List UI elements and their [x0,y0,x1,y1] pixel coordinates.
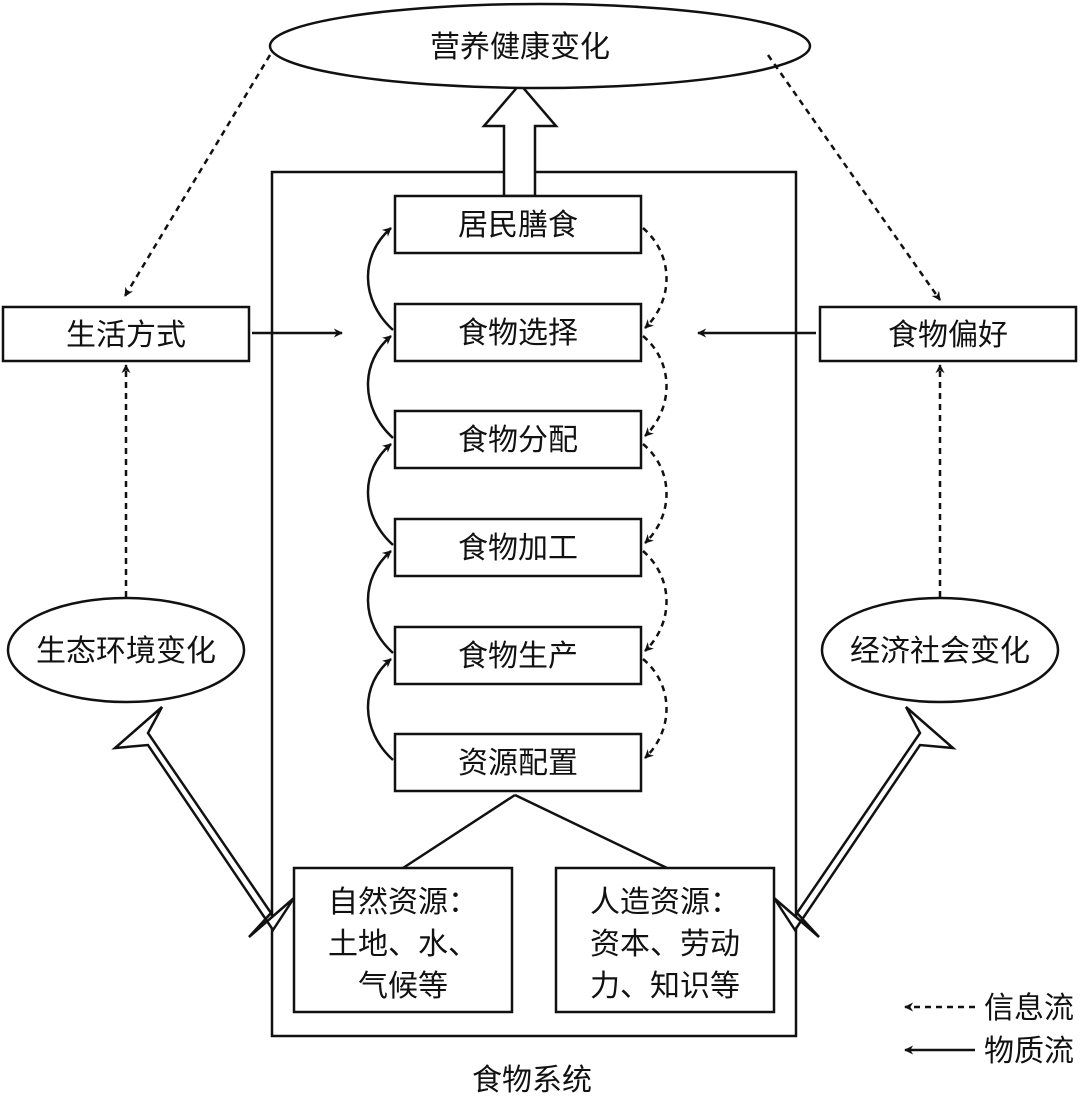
nutrition-health-label: 营养健康变化 [430,30,610,65]
dashed-arrow-top-to-preference [766,54,942,301]
chain-box-allocation: 资源配置 [393,732,643,793]
line-allocation-to-natural [402,793,516,870]
chain-box-distribution: 食物分配 [393,409,643,470]
lifestyle-label: 生活方式 [66,318,186,353]
curve-up-5 [366,658,394,761]
manmade-resources-line-1: 人造资源： [590,885,740,920]
chain-box-selection: 食物选择 [393,302,643,363]
natural-resources-line-2: 土地、水、 [328,927,478,962]
natural-resources-line-1: 自然资源： [328,885,478,920]
dashed-curve-down-2 [642,335,668,437]
legend-material-flow: 物质流 [984,1034,1074,1069]
hollow-arrow-left [111,706,296,938]
hollow-arrow-up [481,82,559,198]
lifestyle-box: 生活方式 [1,305,251,363]
food-system-label: 食物系统 [472,1063,592,1098]
chain-box-production: 食物生产 [393,625,643,686]
manmade-resources-line-3: 力、知识等 [590,969,740,1004]
natural-resources-box: 自然资源： 土地、水、 气候等 [292,866,514,1014]
curve-up-3 [366,443,394,546]
dashed-curve-down-5 [642,658,668,759]
nutrition-health-ellipse: 营养健康变化 [268,2,812,90]
ecological-change-ellipse: 生态环境变化 [6,596,246,704]
chain-label-production: 食物生产 [458,639,578,674]
manmade-resources-box: 人造资源： 资本、劳动 力、知识等 [554,866,776,1014]
natural-resources-line-3: 气候等 [358,969,448,1004]
chain-label-allocation: 资源配置 [458,746,578,781]
chain-label-distribution: 食物分配 [458,423,578,458]
dashed-curve-down-4 [642,550,668,652]
hollow-arrow-right [772,706,957,938]
chain-label-selection: 食物选择 [458,316,578,351]
line-allocation-to-manmade [514,793,668,870]
chain-box-processing: 食物加工 [393,517,643,578]
chain-box-diet: 居民膳食 [393,194,643,255]
food-preference-label: 食物偏好 [888,318,1008,353]
socioeconomic-change-label: 经济社会变化 [850,634,1030,669]
socioeconomic-change-ellipse: 经济社会变化 [820,596,1060,704]
legend: 信息流 物质流 [904,991,1074,1069]
dashed-arrow-top-to-lifestyle [123,54,272,297]
manmade-resources-line-2: 资本、劳动 [590,927,740,962]
chain-label-processing: 食物加工 [458,531,578,566]
chain-label-diet: 居民膳食 [458,208,578,243]
curve-up-2 [366,335,394,439]
ecological-change-label: 生态环境变化 [36,634,216,669]
food-preference-box: 食物偏好 [818,305,1078,363]
legend-info-flow: 信息流 [984,991,1074,1026]
curve-up-4 [366,550,394,654]
dashed-curve-down-1 [642,227,668,329]
curve-up-1 [366,227,394,331]
dashed-curve-down-3 [642,443,668,544]
